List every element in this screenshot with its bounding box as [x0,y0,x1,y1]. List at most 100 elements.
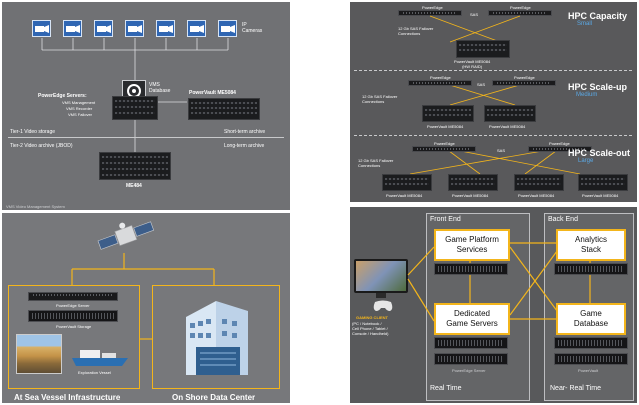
poweredge-server [434,353,508,365]
analytics-stack-label: Analytics Stack [574,235,607,254]
me5084-label: PowerVault ME5084 [189,90,236,96]
sas-label: SAS [477,82,486,87]
monitor-stand [376,293,386,298]
poweredge-label: PowerEdge [514,75,535,80]
poweredge-server [398,10,462,16]
satellite-icon [97,221,155,250]
tier-divider [8,137,284,138]
poweredge-server [528,146,592,152]
me5084-storage [514,174,564,191]
poweredge-server [434,263,508,275]
poweredge-server [434,337,508,349]
camera-icon [187,20,206,37]
vms-management-label: VMS Management [62,100,96,105]
dedicated-game-servers-label: Dedicated Game Servers [446,309,498,328]
short-term-label: Short-term archive [224,129,266,135]
front-end-label: Front End [430,216,461,223]
me5084-storage [456,40,510,58]
panel-gaming: GAMING CLIENT (PC / Notebook / Cell Phon… [350,207,637,403]
vms-failover-label: VMS Failover [68,112,93,117]
gamepad-icon [373,300,393,311]
me5084-storage [422,105,474,122]
ip-cameras-label: IP Cameras [242,22,263,34]
camera-icon [218,20,237,37]
near-real-time-label: Near- Real Time [550,385,601,392]
poweredge-servers-title: PowerEdge Servers: [38,93,87,99]
me5084-label: PowerVault ME5084 [452,193,489,198]
sas-label: SAS [470,12,479,17]
me5084-storage [382,174,432,191]
hpc-capacity-title: HPC Capacity [568,11,628,21]
sas-note: 12 Gb SAS Failover Connections [358,158,394,168]
onshore-title: On Shore Data Center [172,393,256,402]
client-devices-label: (PC / Notebook / Cell Phone / Tablet / C… [352,321,389,336]
datacenter-building-icon [186,301,248,375]
powervault-storage [554,353,628,365]
me484-label: ME484 [126,183,142,189]
game-platform-services-box: Game Platform Services [434,229,510,261]
poweredge-server [408,80,472,86]
me5084-storage [448,174,498,191]
hpc-scaleup-size: Medium [576,92,598,98]
back-end-label: Back End [548,216,578,223]
me5084-label: PowerVault ME5084 [489,124,526,129]
sea-vessel-box [8,285,140,389]
dedicated-game-servers-box: Dedicated Game Servers [434,303,510,335]
game-database-box: Game Database [556,303,626,335]
hpc-capacity-size: Small [577,21,593,27]
section-divider [354,70,632,71]
camera-icon [125,20,144,37]
hpc-scaleout-size: Large [578,158,594,164]
onshore-box [152,285,280,389]
sas-note: 12 Gb SAS Failover Connections [398,26,434,36]
poweredge-server [492,80,556,86]
poweredge-servers-stack [112,96,158,120]
analytics-stack-box: Analytics Stack [556,229,626,261]
panel-sea-vessel: PowerEdge Server PowerVault Storage Expl… [2,213,290,403]
me5084-label: PowerVault ME5084 [582,193,619,198]
vms-recorder-label: VMS Recorder [66,106,93,111]
sas-note: 12 Gb SAS Failover Connections [362,94,398,104]
powervault-label: PowerVault [578,368,599,373]
me484-storage [99,152,171,180]
powervault-storage-label: PowerVault Storage [56,324,92,329]
exploration-vessel-label: Exploration Vessel [78,370,111,375]
camera-icon [156,20,175,37]
me5084-label: PowerVault ME5084 [427,124,464,129]
poweredge-server [28,292,118,301]
poweredge-server [554,263,628,275]
poweredge-label: PowerEdge [430,75,451,80]
poweredge-server [488,10,552,16]
me5084-label: PowerVault ME5084 [518,193,555,198]
long-term-label: Long-term archive [224,143,265,149]
game-database-label: Game Database [573,309,609,328]
vms-database-label: VMS Database [149,82,171,94]
section-divider [354,135,632,136]
me5084-storage [188,98,260,120]
me5084-storage [484,105,536,122]
tier1-label: Tier-1 Video storage [10,129,56,135]
real-time-label: Real Time [430,385,462,392]
hpc-scaleup-title: HPC Scale-up [568,82,628,92]
at-sea-title: At Sea Vessel Infrastructure [14,393,121,402]
me5084-raid-label: PowerVault ME5084 (HW RAID) [454,59,491,69]
game-platform-services-label: Game Platform Services [445,235,499,254]
poweredge-label: PowerEdge [434,141,455,146]
hpc-scaleout-title: HPC Scale-out [568,148,631,158]
exploration-vessel-icon [72,350,128,366]
panel-hpc: PowerEdge PowerEdge SAS 12 Gb SAS Failov… [350,2,637,202]
tier2-label: Tier-2 Video archive (JBOD) [10,143,73,149]
poweredge-label: PowerEdge [549,141,570,146]
game-connections [407,242,591,322]
camera-icon [63,20,82,37]
satellite-links [71,253,215,340]
poweredge-server-label: PowerEdge Server [452,368,486,373]
sas-label: SAS [497,148,506,153]
poweredge-server [412,146,476,152]
gaming-client-label: GAMING CLIENT [356,315,388,320]
powervault-storage [28,310,118,322]
panel-video-surveillance: IP Cameras VMS Database PowerEdge Server… [2,2,290,210]
powervault-storage [554,337,628,349]
poweredge-server-label: PowerEdge Server [56,303,90,308]
camera-icon [94,20,113,37]
